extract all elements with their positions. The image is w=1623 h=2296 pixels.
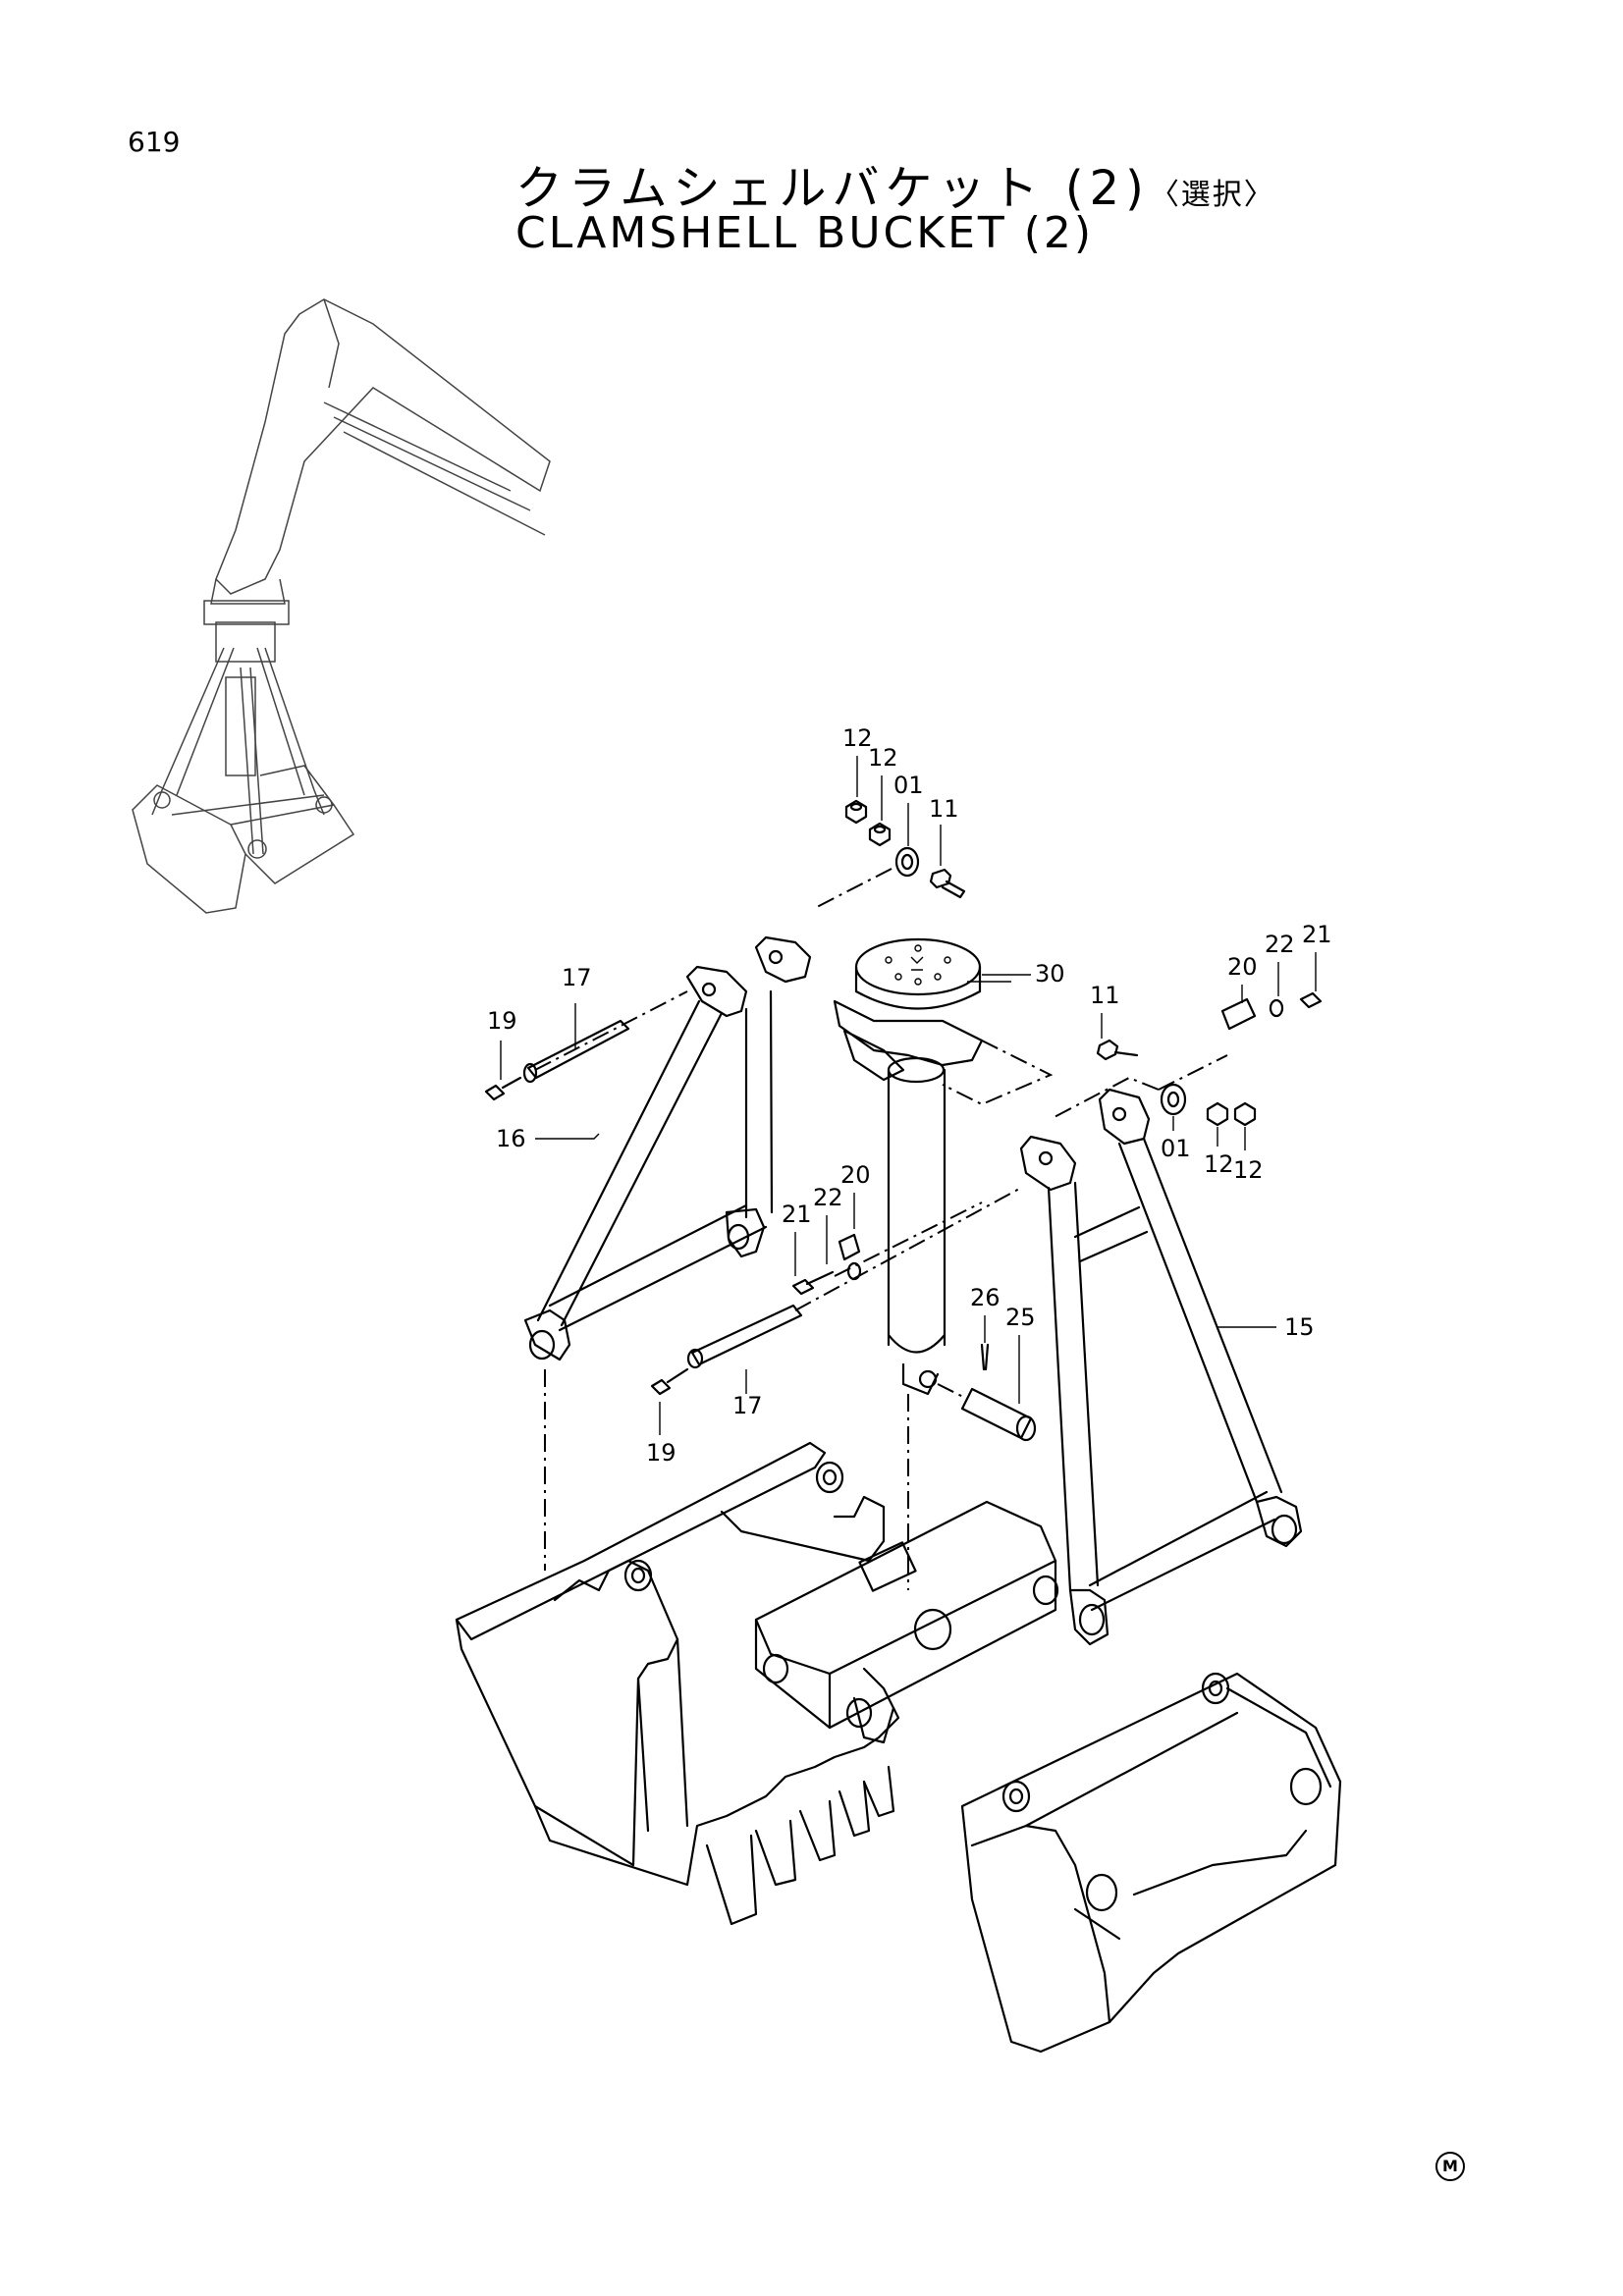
callout-19: 19: [646, 1439, 676, 1467]
right-hardware: [1050, 991, 1323, 1127]
callout-16: 16: [496, 1125, 526, 1152]
callout-labels: 12 12 01 11 30 17 19 16 11 20 22 21 01 1…: [487, 724, 1332, 1467]
excavator-thumbnail: [132, 298, 551, 914]
pin-25: [937, 1343, 1037, 1442]
callout-22: 22: [1265, 931, 1295, 958]
clamshell-exploded-view: [455, 799, 1342, 2054]
bucket-assembly: [455, 1369, 1342, 2054]
callout-26: 26: [970, 1284, 1001, 1311]
callout-17: 17: [562, 964, 592, 991]
title-english: CLAMSHELL BUCKET (2): [515, 208, 1095, 258]
callout-01: 01: [1161, 1135, 1191, 1162]
arm-15: [1019, 1088, 1303, 1646]
callout-12: 12: [842, 724, 873, 752]
callout-15: 15: [1284, 1313, 1315, 1341]
page-number: 619: [128, 126, 181, 158]
corner-mark: M: [1435, 2152, 1465, 2181]
callout-20: 20: [840, 1161, 871, 1189]
callout-25: 25: [1005, 1304, 1036, 1331]
cylinder-30: [833, 937, 1054, 1590]
leader-lines: [500, 756, 1317, 1435]
stopper-center: [791, 1201, 983, 1296]
callout-11: 11: [1090, 982, 1120, 1009]
pin-17-lower: [650, 1187, 1022, 1396]
callout-12: 12: [1204, 1150, 1234, 1178]
callout-17: 17: [732, 1392, 763, 1419]
top-hardware: [814, 799, 966, 909]
callout-21: 21: [1302, 921, 1332, 948]
arm-16: [523, 935, 812, 1362]
title-japanese-text: クラムシェルバケット (2): [515, 161, 1150, 216]
callout-30: 30: [1035, 960, 1065, 988]
callout-12: 12: [868, 744, 898, 772]
callout-01: 01: [893, 772, 924, 799]
callout-20: 20: [1227, 953, 1258, 981]
callout-12: 12: [1233, 1156, 1264, 1184]
callout-11: 11: [929, 795, 959, 823]
callout-19: 19: [487, 1007, 517, 1035]
title-option-tag: 〈選択〉: [1149, 178, 1275, 212]
callout-21: 21: [782, 1201, 812, 1228]
callout-22: 22: [813, 1184, 843, 1211]
pin-17-upper: [484, 990, 688, 1101]
title-japanese: クラムシェルバケット (2)〈選択〉: [515, 149, 1275, 218]
